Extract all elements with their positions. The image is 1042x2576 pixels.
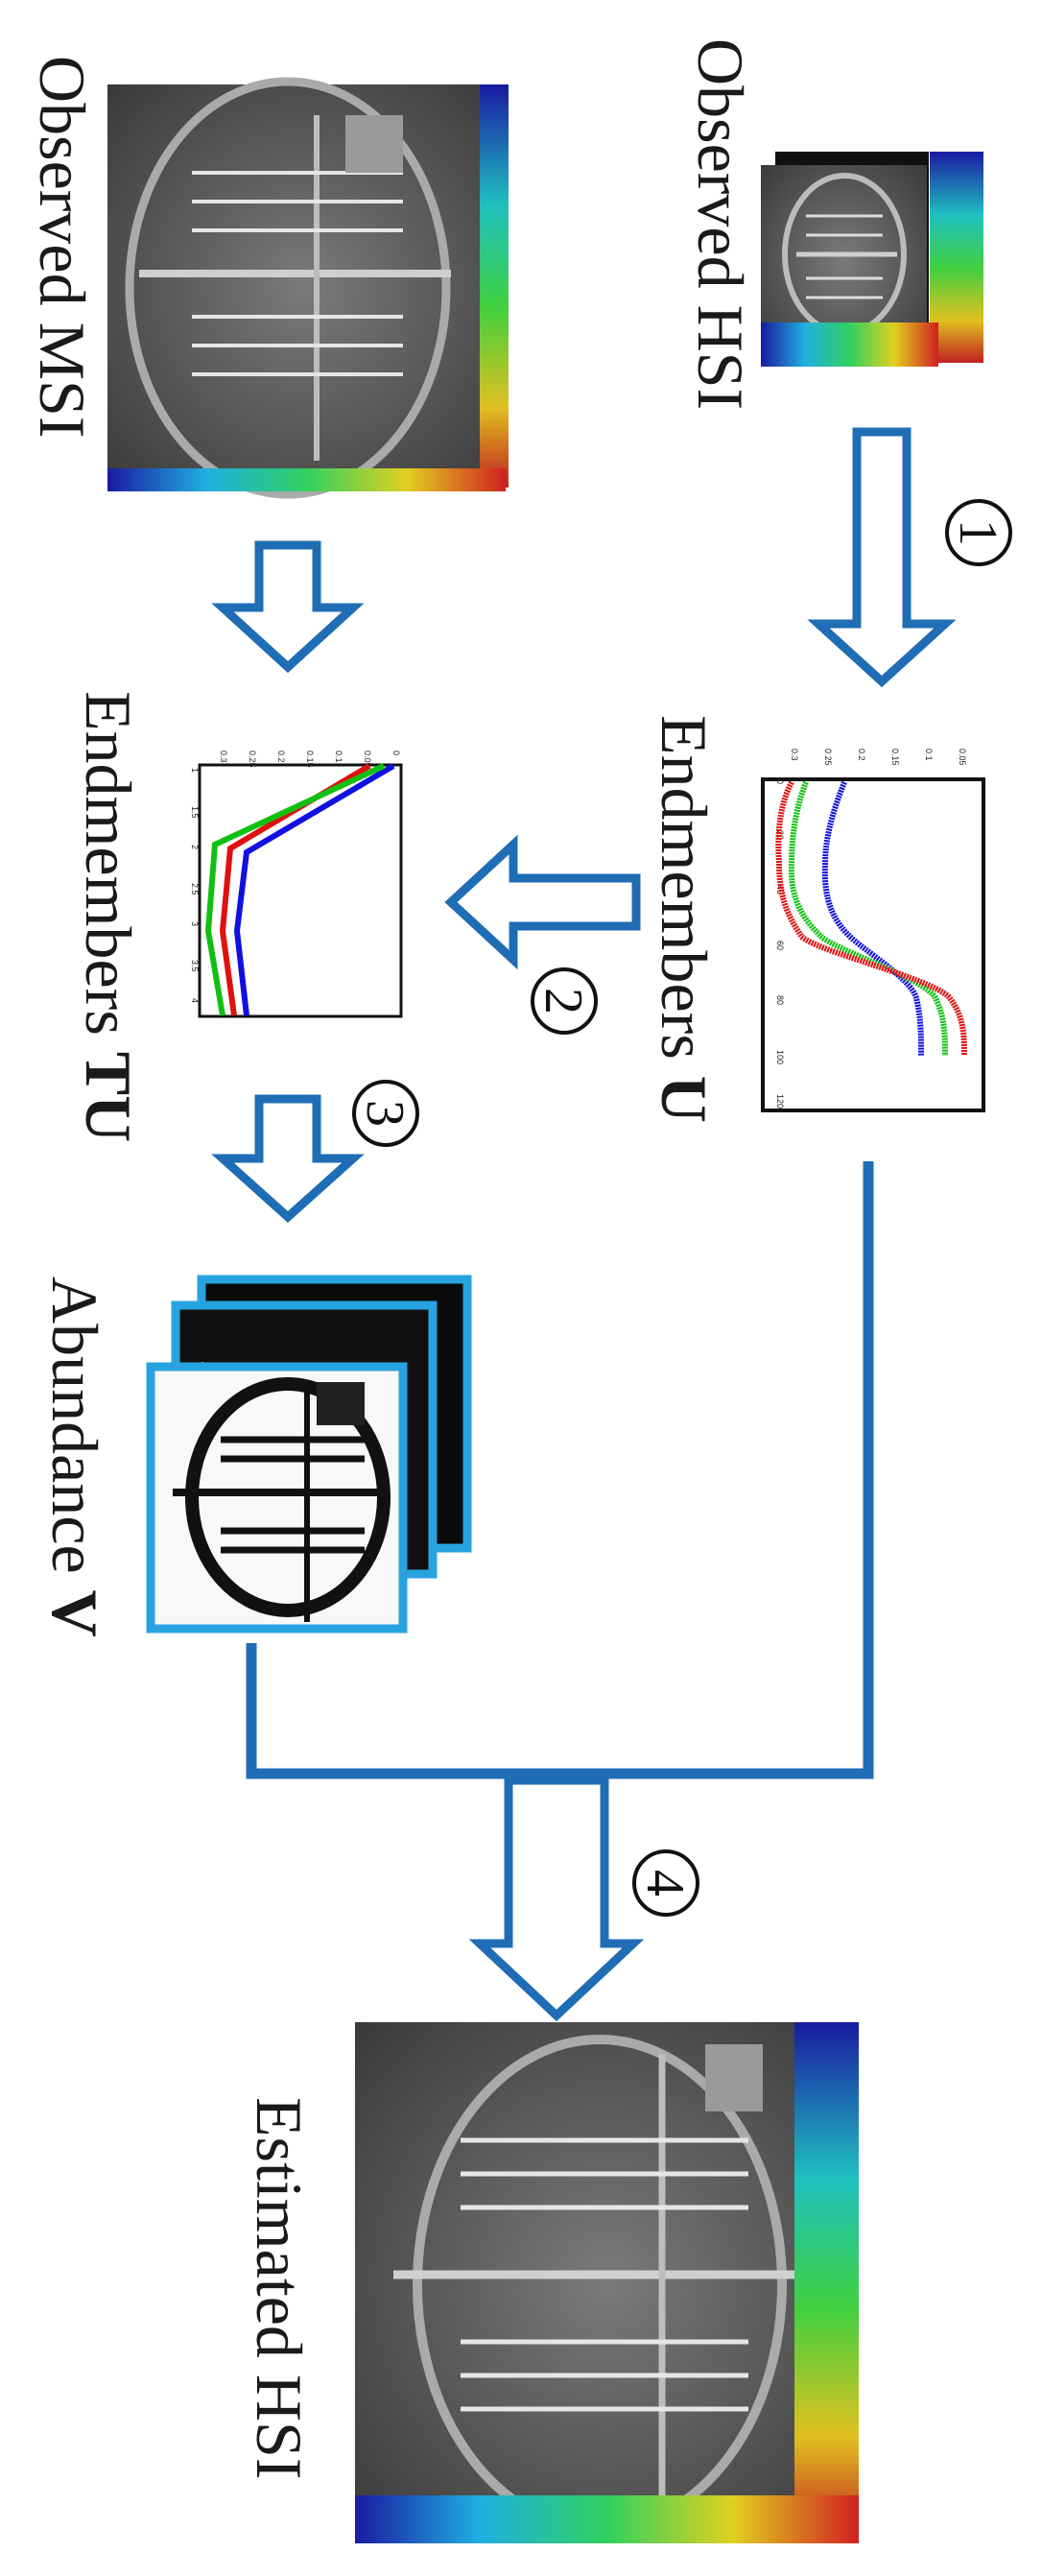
- step1-number: 1: [948, 519, 1007, 546]
- svg-text:2.5: 2.5: [190, 883, 200, 895]
- step2-arrow: [444, 834, 641, 970]
- estimated-hsi-label: Estimated HSI: [243, 2097, 316, 2480]
- step4-number: 4: [635, 1870, 695, 1896]
- u-series-blue: [821, 780, 924, 1057]
- svg-text:0.2: 0.2: [276, 751, 286, 763]
- u-series-green: [788, 780, 948, 1057]
- abundance-label: Abundance V: [38, 1276, 111, 1637]
- svg-text:0.05: 0.05: [958, 749, 967, 766]
- svg-text:1: 1: [190, 768, 200, 773]
- u-series-red: [775, 780, 967, 1057]
- svg-text:100: 100: [775, 1050, 785, 1064]
- step3-number: 3: [355, 1100, 414, 1127]
- svg-text:0.15: 0.15: [890, 749, 900, 766]
- observed-msi-image: [107, 77, 509, 499]
- svg-text:1.5: 1.5: [190, 806, 200, 819]
- endmembers-u-label: Endmembers U: [648, 715, 721, 1123]
- svg-text:3: 3: [190, 921, 200, 926]
- svg-text:0.3: 0.3: [219, 751, 228, 763]
- observed-hsi-label: Observed HSI: [684, 38, 757, 410]
- step1-arrow: [807, 427, 957, 688]
- tu-x-ticks: 1 1.5 2 2.5 3 3.5 4: [190, 768, 200, 1003]
- observed-msi-label: Observed MSI: [26, 56, 99, 439]
- endmembers-u-plot: 0 20 40 60 80 100 120 0.05 0.1 0.15 0.2 …: [761, 749, 985, 1112]
- svg-text:60: 60: [775, 941, 785, 950]
- step3-arrow: [211, 1094, 365, 1224]
- step4-marker: 4: [632, 1849, 699, 1917]
- abundance-map-front: [146, 1362, 408, 1634]
- svg-text:4: 4: [190, 998, 200, 1003]
- step4-arrow: [468, 1776, 645, 2022]
- svg-text:0.1: 0.1: [334, 751, 343, 763]
- svg-text:40: 40: [775, 885, 785, 894]
- u-y-ticks: 0.05 0.1 0.15 0.2 0.25 0.3: [790, 749, 967, 766]
- msi-down-arrow: [211, 540, 365, 674]
- svg-text:0.2: 0.2: [857, 749, 866, 761]
- svg-text:0: 0: [391, 751, 401, 755]
- svg-text:80: 80: [775, 995, 785, 1005]
- svg-text:0.05: 0.05: [363, 751, 372, 768]
- tu-y-ticks: 0 0.05 0.1 0.15 0.2 0.25 0.3: [219, 751, 401, 768]
- svg-text:0.1: 0.1: [924, 749, 934, 761]
- estimated-hsi-image: [355, 2022, 859, 2543]
- svg-text:0.25: 0.25: [248, 751, 257, 768]
- svg-text:2: 2: [190, 845, 200, 849]
- step3-marker: 3: [352, 1080, 419, 1147]
- step2-number: 2: [533, 988, 593, 1014]
- svg-text:120: 120: [775, 1094, 785, 1109]
- svg-text:0.3: 0.3: [790, 749, 799, 761]
- svg-text:0.25: 0.25: [823, 749, 833, 766]
- abundance-stack: [146, 1275, 472, 1634]
- step2-marker: 2: [531, 967, 598, 1035]
- observed-hsi-image: [761, 152, 983, 367]
- endmembers-tu-plot: 1 1.5 2 2.5 3 3.5 4 0 0.05 0.1 0.15 0.2 …: [190, 751, 403, 1018]
- svg-text:3.5: 3.5: [190, 960, 200, 972]
- tu-series-green: [204, 763, 386, 1016]
- tu-series-blue: [233, 763, 395, 1016]
- svg-text:0.15: 0.15: [305, 751, 315, 768]
- endmembers-tu-label: Endmembers TU: [72, 691, 145, 1142]
- svg-text:0: 0: [775, 779, 785, 784]
- step1-marker: 1: [945, 499, 1012, 566]
- connector-line: [246, 1161, 874, 1779]
